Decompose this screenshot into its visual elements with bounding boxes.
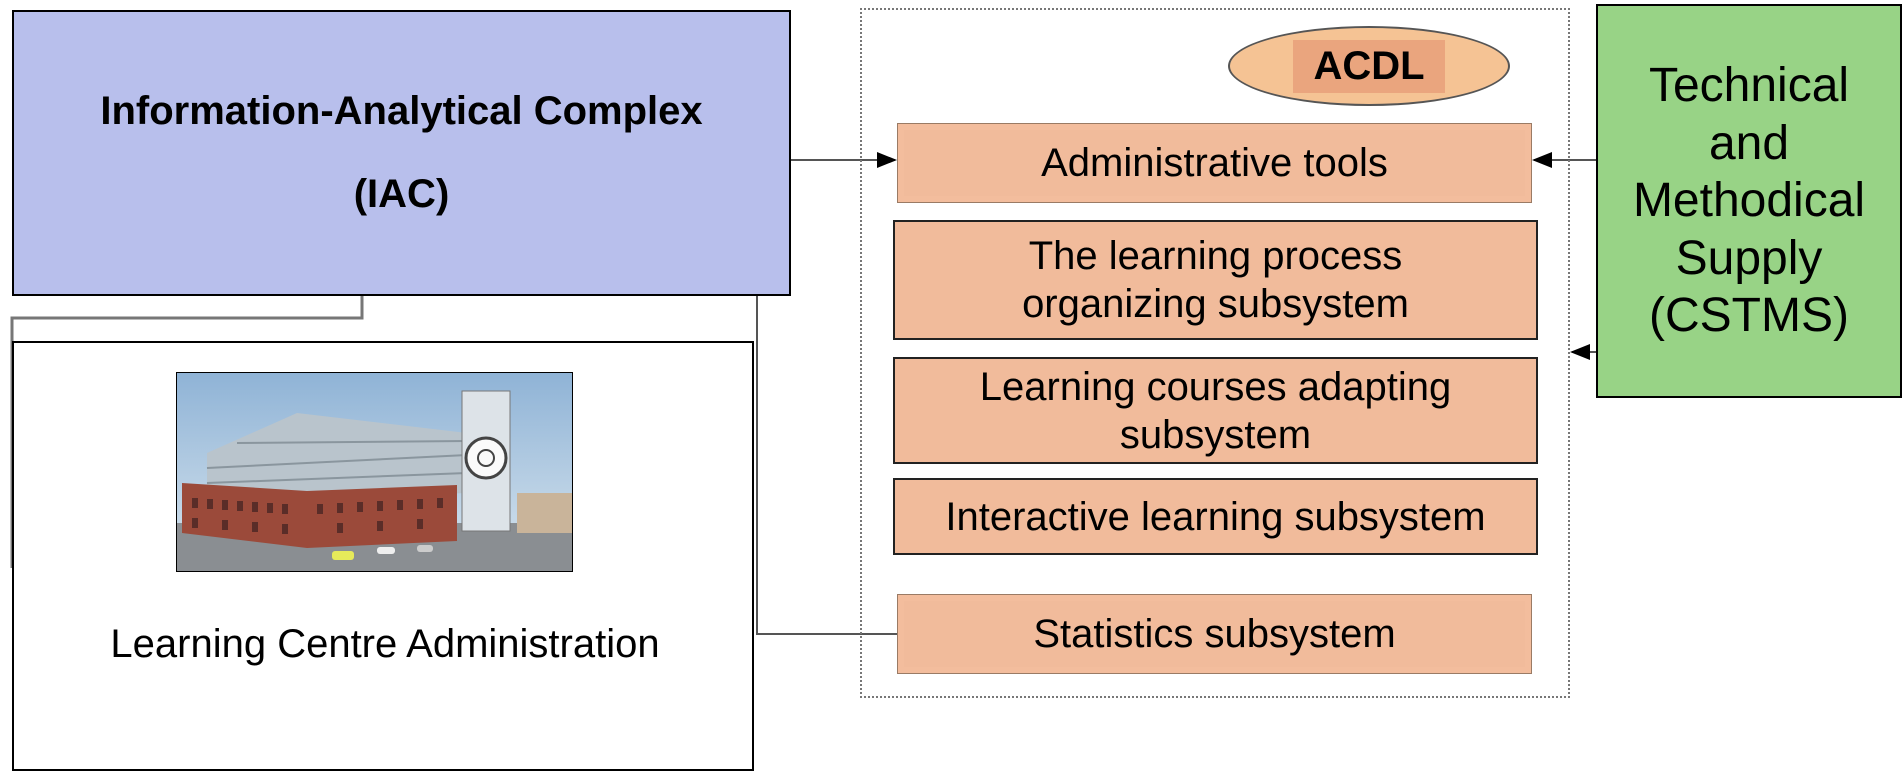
cstms-line1: Technical: [1648, 59, 1850, 113]
module-label: Administrative tools: [1041, 141, 1388, 185]
module-learning-process: The learning process organizing subsyste…: [893, 220, 1538, 340]
module-label: Interactive learning subsystem: [945, 494, 1486, 539]
module-statistics: Statistics subsystem: [897, 594, 1532, 674]
cstms-line5: (CSTMS): [1649, 289, 1849, 343]
acdl-frame: [860, 8, 1570, 698]
iac-box: Information-Analytical Complex (IAC): [12, 10, 791, 296]
acdl-label: ACDL: [1293, 39, 1445, 93]
module-label-line1: The learning process: [1028, 234, 1403, 278]
module-label-line2: organizing subsystem: [1022, 282, 1409, 326]
acdl-label-oval: ACDL: [1228, 26, 1510, 106]
module-interactive-learning: Interactive learning subsystem: [893, 478, 1538, 555]
cstms-line2: and: [1708, 116, 1790, 170]
module-label: Statistics subsystem: [1033, 612, 1396, 656]
cstms-box: Technical and Methodical Supply (CSTMS): [1596, 4, 1902, 398]
iac-title: Information-Analytical Complex: [100, 89, 703, 133]
module-label-line2: subsystem: [1119, 412, 1312, 457]
iac-abbreviation: (IAC): [353, 172, 450, 216]
lca-label: Learning Centre Administration: [110, 622, 660, 666]
module-label-line1: Learning courses adapting: [979, 364, 1452, 409]
cstms-line3: Methodical: [1632, 174, 1866, 228]
connector-iac-to-statistics: [756, 296, 897, 635]
cstms-line4: Supply: [1675, 231, 1823, 285]
module-learning-courses: Learning courses adapting subsystem: [893, 357, 1538, 464]
building-photo: [176, 372, 573, 572]
module-administrative-tools: Administrative tools: [897, 123, 1532, 203]
building-illustration: [177, 373, 572, 571]
